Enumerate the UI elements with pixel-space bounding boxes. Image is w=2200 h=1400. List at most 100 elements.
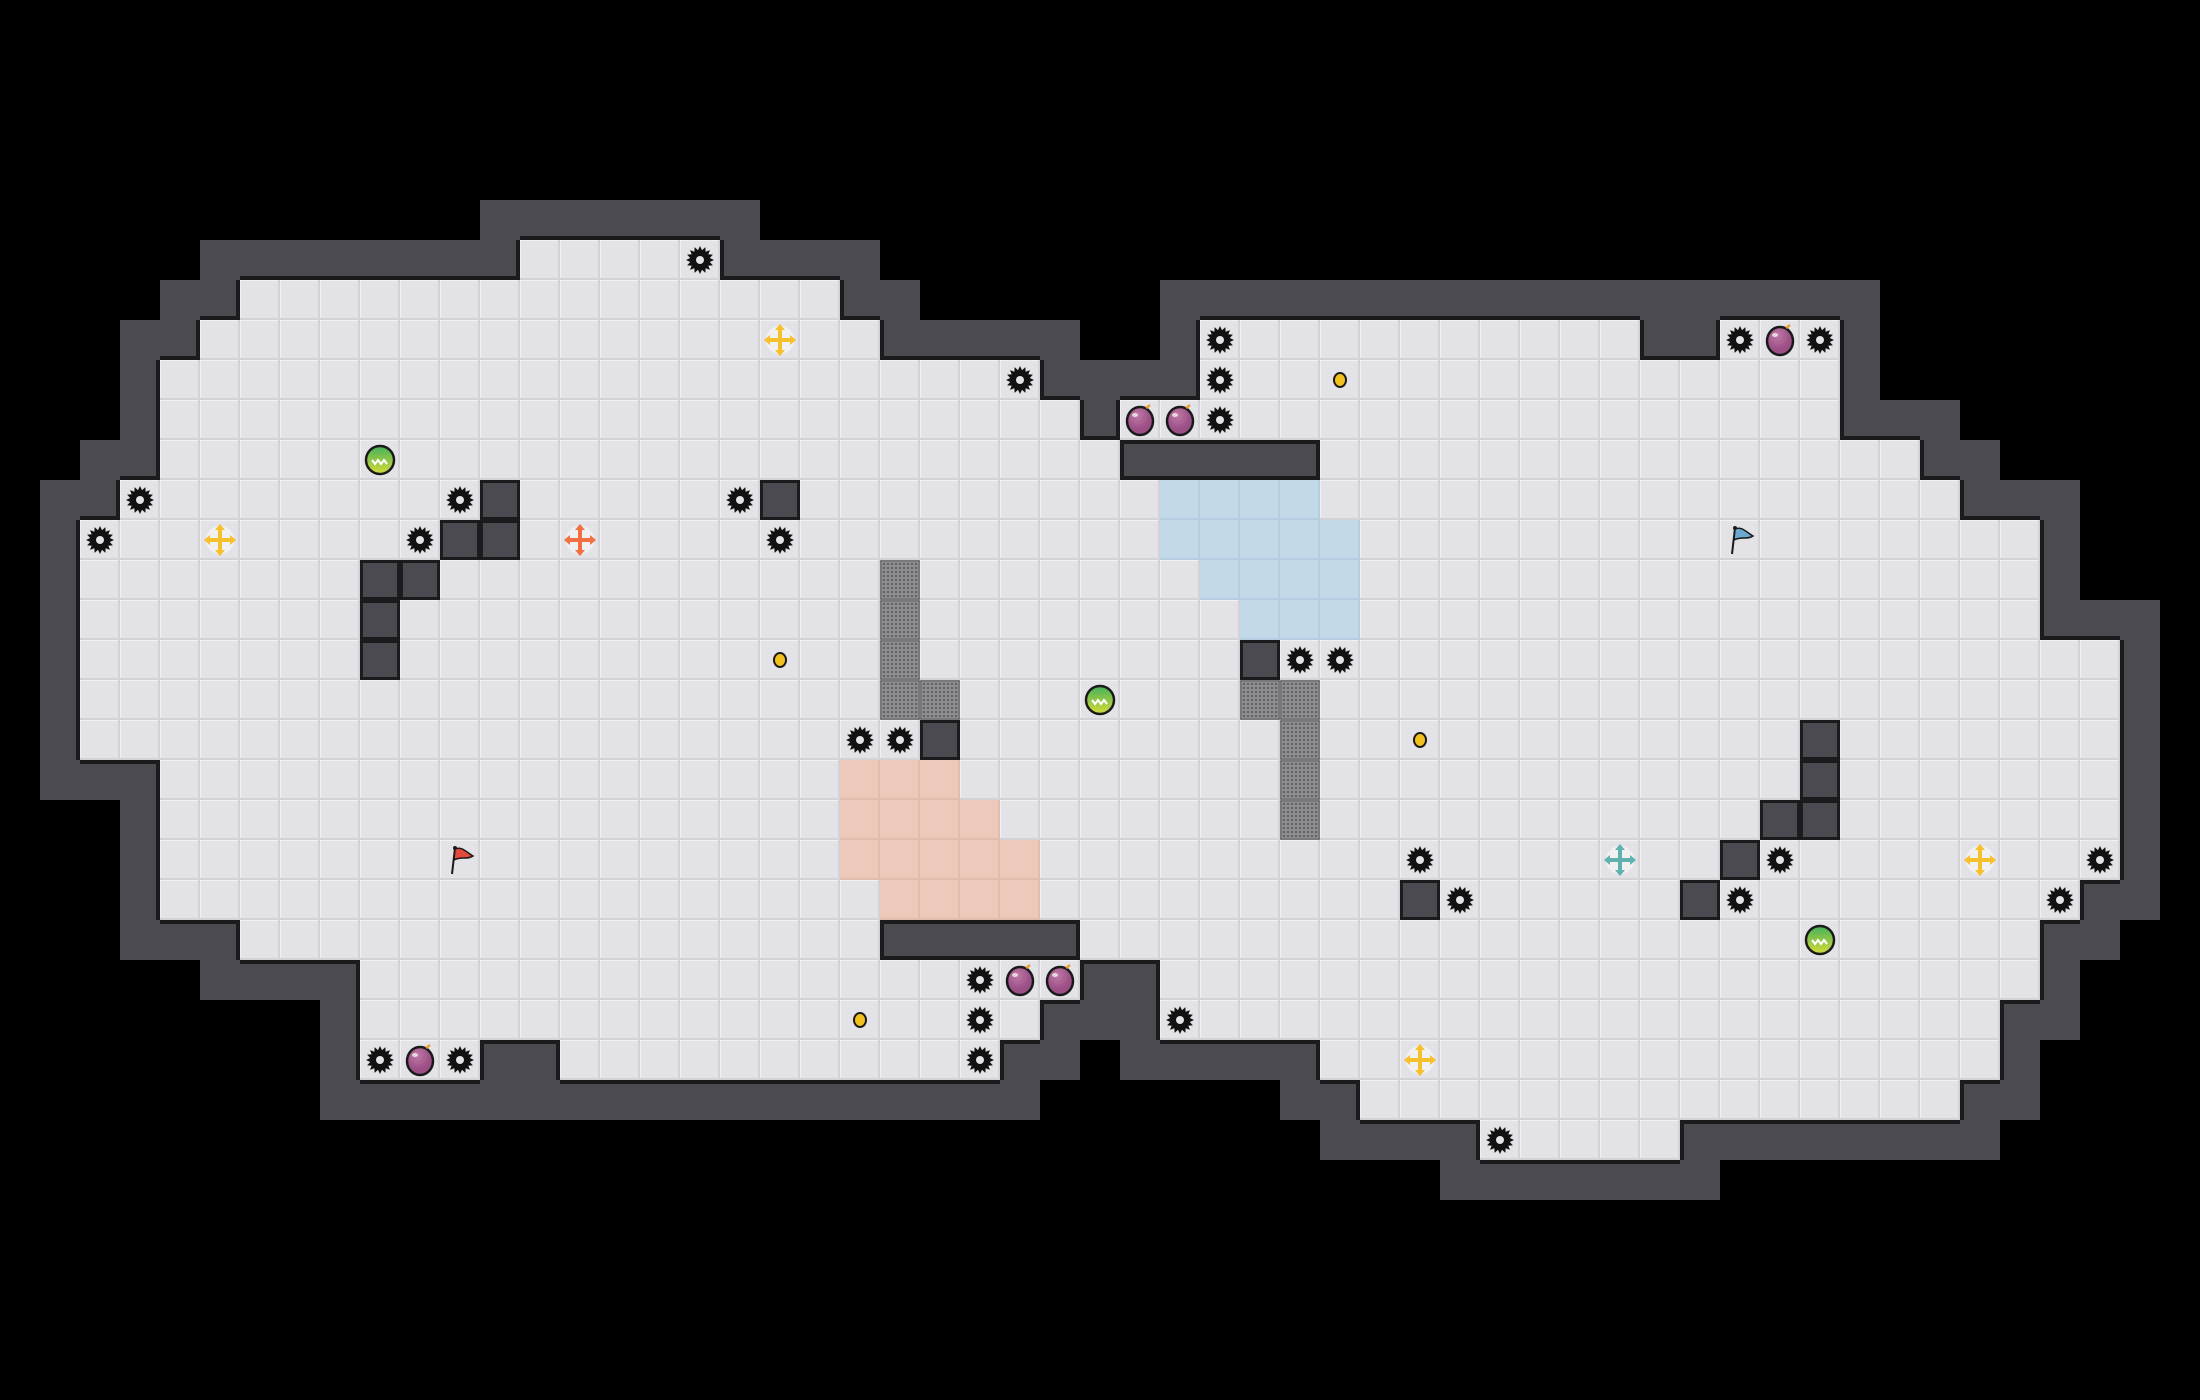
floor-tile bbox=[1520, 1080, 1560, 1120]
floor-tile bbox=[1640, 640, 1680, 680]
wall-tile bbox=[600, 200, 640, 240]
wall-tile bbox=[1240, 1040, 1280, 1080]
floor-tile bbox=[360, 1000, 400, 1040]
floor-tile bbox=[1760, 640, 1800, 680]
floor-tile bbox=[1640, 600, 1680, 640]
floor-tile bbox=[200, 440, 240, 480]
floor-tile bbox=[1560, 800, 1600, 840]
wall-tile bbox=[1040, 1040, 1080, 1080]
floor-tile bbox=[1600, 720, 1640, 760]
floor-tile bbox=[440, 640, 480, 680]
floor-tile bbox=[1480, 920, 1520, 960]
floor-tile bbox=[1360, 720, 1400, 760]
floor-tile bbox=[1640, 520, 1680, 560]
floor-tile bbox=[560, 600, 600, 640]
sand-tile bbox=[920, 840, 960, 880]
floor-tile bbox=[480, 440, 520, 480]
floor-tile bbox=[1840, 440, 1880, 480]
wall-tile bbox=[40, 720, 80, 760]
sand-tile bbox=[920, 800, 960, 840]
floor-tile bbox=[1920, 720, 1960, 760]
floor-tile bbox=[1240, 360, 1280, 400]
floor-tile bbox=[1920, 640, 1960, 680]
ice-tile bbox=[1280, 560, 1320, 600]
floor-tile bbox=[1760, 400, 1800, 440]
floor-tile bbox=[1880, 920, 1920, 960]
floor-tile bbox=[480, 680, 520, 720]
wall-tile bbox=[1280, 280, 1320, 320]
wall-tile bbox=[880, 320, 920, 360]
floor-tile bbox=[1920, 520, 1960, 560]
wall-tile bbox=[480, 240, 520, 280]
sand-tile bbox=[960, 800, 1000, 840]
wall-block bbox=[440, 520, 480, 560]
floor-tile bbox=[640, 360, 680, 400]
floor-tile bbox=[440, 880, 480, 920]
ice-tile bbox=[1240, 520, 1280, 560]
floor-tile bbox=[1960, 880, 2000, 920]
floor-tile bbox=[1360, 880, 1400, 920]
floor-tile bbox=[640, 520, 680, 560]
floor-tile bbox=[1520, 1120, 1560, 1160]
wall-tile bbox=[680, 200, 720, 240]
floor-tile bbox=[1800, 600, 1840, 640]
wall-tile bbox=[80, 440, 120, 480]
floor-tile bbox=[520, 360, 560, 400]
wall-tile bbox=[1160, 1040, 1200, 1080]
wall-tile bbox=[80, 480, 120, 520]
floor-tile bbox=[1800, 880, 1840, 920]
floor-tile bbox=[1000, 480, 1040, 520]
wall-tile bbox=[560, 200, 600, 240]
floor-tile bbox=[280, 920, 320, 960]
floor-tile bbox=[1640, 880, 1680, 920]
move-cross-icon bbox=[1600, 840, 1640, 880]
floor-tile bbox=[720, 840, 760, 880]
floor-tile bbox=[520, 880, 560, 920]
floor-tile bbox=[1440, 680, 1480, 720]
floor-tile bbox=[760, 440, 800, 480]
floor-tile bbox=[2080, 640, 2120, 680]
floor-tile bbox=[1880, 600, 1920, 640]
floor-tile bbox=[800, 520, 840, 560]
floor-tile bbox=[1760, 480, 1800, 520]
floor-tile bbox=[520, 520, 560, 560]
floor-tile bbox=[80, 640, 120, 680]
floor-tile bbox=[720, 440, 760, 480]
floor-tile bbox=[760, 1000, 800, 1040]
floor-tile bbox=[1040, 600, 1080, 640]
floor-tile bbox=[400, 400, 440, 440]
floor-tile bbox=[1480, 360, 1520, 400]
floor-tile bbox=[200, 720, 240, 760]
floor-tile bbox=[1320, 1040, 1360, 1080]
floor-tile bbox=[560, 880, 600, 920]
wall-tile bbox=[1320, 280, 1360, 320]
floor-tile bbox=[1440, 600, 1480, 640]
wall-tile bbox=[720, 240, 760, 280]
floor-tile bbox=[2040, 680, 2080, 720]
floor-tile bbox=[1560, 480, 1600, 520]
floor-tile bbox=[1440, 720, 1480, 760]
floor-tile bbox=[1800, 560, 1840, 600]
floor-tile bbox=[200, 880, 240, 920]
wall-block bbox=[1800, 800, 1840, 840]
floor-tile bbox=[760, 280, 800, 320]
ice-tile bbox=[1280, 520, 1320, 560]
floor-tile bbox=[800, 720, 840, 760]
floor-tile bbox=[640, 320, 680, 360]
floor-tile bbox=[1200, 840, 1240, 880]
floor-tile bbox=[800, 360, 840, 400]
spike-gear-icon bbox=[760, 520, 800, 560]
floor-tile bbox=[1520, 920, 1560, 960]
spike-gear-icon bbox=[1800, 320, 1840, 360]
floor-tile bbox=[600, 640, 640, 680]
wall-tile bbox=[1760, 1120, 1800, 1160]
floor-tile bbox=[1520, 1040, 1560, 1080]
floor-tile bbox=[1400, 480, 1440, 520]
floor-tile bbox=[1440, 320, 1480, 360]
wall-tile bbox=[120, 880, 160, 920]
floor-tile bbox=[1040, 640, 1080, 680]
floor-tile bbox=[1600, 320, 1640, 360]
floor-tile bbox=[1080, 520, 1120, 560]
wall-tile bbox=[400, 1080, 440, 1120]
floor-tile bbox=[1040, 680, 1080, 720]
